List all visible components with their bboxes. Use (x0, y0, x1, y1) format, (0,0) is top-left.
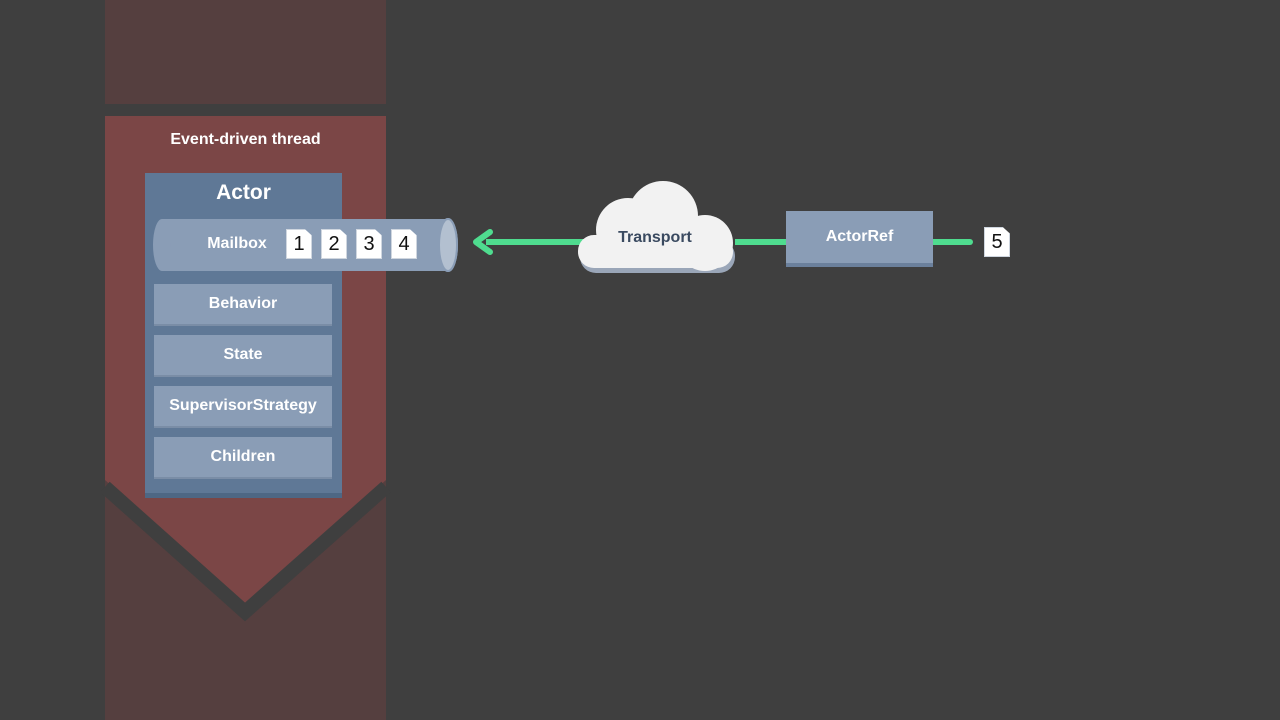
actor-part-supervisor-strategy: SupervisorStrategy (154, 386, 332, 428)
thread-chevron-separator (100, 481, 391, 622)
mailbox-message-1: 1 (286, 229, 312, 259)
actor-part-label: SupervisorStrategy (169, 397, 317, 414)
incoming-message-5: 5 (984, 227, 1010, 257)
transport-label: Transport (618, 229, 692, 246)
thread-title: Event-driven thread (170, 131, 321, 148)
actorref-label: ActorRef (825, 228, 894, 245)
actor-part-label: Behavior (208, 295, 278, 312)
mailbox-message-4: 4 (391, 229, 417, 259)
arrowhead-icon (473, 229, 493, 255)
mailbox-message-2: 2 (321, 229, 347, 259)
actor-title: Actor (216, 181, 271, 204)
actor-part-behavior: Behavior (154, 284, 332, 326)
mailbox-message-3: 3 (356, 229, 382, 259)
actor-part-label: Children (210, 448, 276, 465)
mailbox-label: Mailbox (207, 235, 267, 252)
actor-part-state: State (154, 335, 332, 377)
actorref-box: ActorRef (786, 211, 933, 267)
actor-part-label: State (223, 346, 263, 363)
transport-cloud-icon (578, 181, 733, 271)
actor-part-children: Children (154, 437, 332, 479)
thread-band-previous (105, 0, 386, 104)
